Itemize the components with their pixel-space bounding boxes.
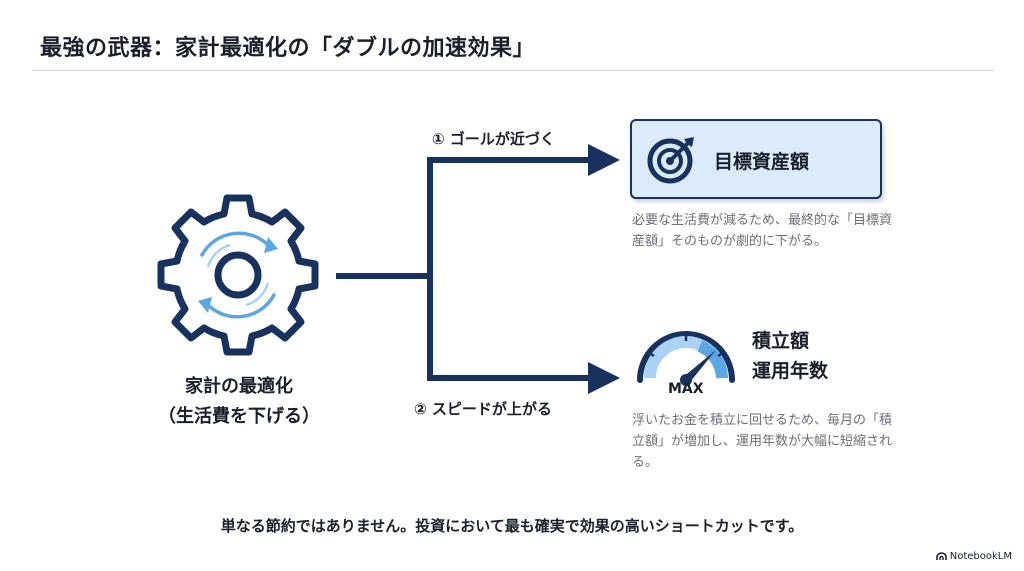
brand-name: NotebookLM (949, 551, 1012, 562)
goal-target-box: 目標資産額 (630, 119, 882, 199)
target-icon (647, 137, 694, 184)
title-divider (32, 70, 994, 71)
gauge-max-label: MAX (668, 381, 704, 397)
goal-target-label: 目標資産額 (714, 151, 810, 173)
branch-label-bottom: ② スピードが上がる (414, 400, 552, 418)
source-caption: 家計の最適化 （生活費を下げる） (130, 372, 348, 432)
footer-message: 単なる節約ではありません。投資において最も確実で効果の高いショートカットです。 (220, 517, 804, 535)
speed-target-line1: 積立額 (752, 330, 810, 352)
goal-description: 必要な生活費が減るため、最終的な「目標資産額」そのものが劇的に下がる。 (632, 213, 893, 249)
speed-description: 浮いたお金を積立に回せるため、毎月の「積立額」が増加し、運用年数が大幅に短縮され… (632, 413, 893, 470)
speed-target-line2: 運用年数 (752, 360, 829, 382)
notebooklm-logo-icon (935, 552, 947, 560)
speedometer-icon (637, 331, 735, 386)
gear-icon (157, 194, 319, 356)
source-label-line2: （生活費を下げる） (158, 406, 320, 427)
branch-label-top: ① ゴールが近づく (432, 130, 555, 148)
connector-lines (336, 157, 594, 381)
brand-mark: NotebookLM (935, 551, 1012, 562)
source-label-line1: 家計の最適化 (185, 376, 293, 397)
page-title: 最強の武器：家計最適化の「ダブルの加速効果」 (40, 36, 536, 61)
arrowhead-bottom (588, 362, 620, 394)
speed-target-label: 積立額 運用年数 (752, 326, 828, 386)
arrowhead-top (588, 144, 620, 176)
